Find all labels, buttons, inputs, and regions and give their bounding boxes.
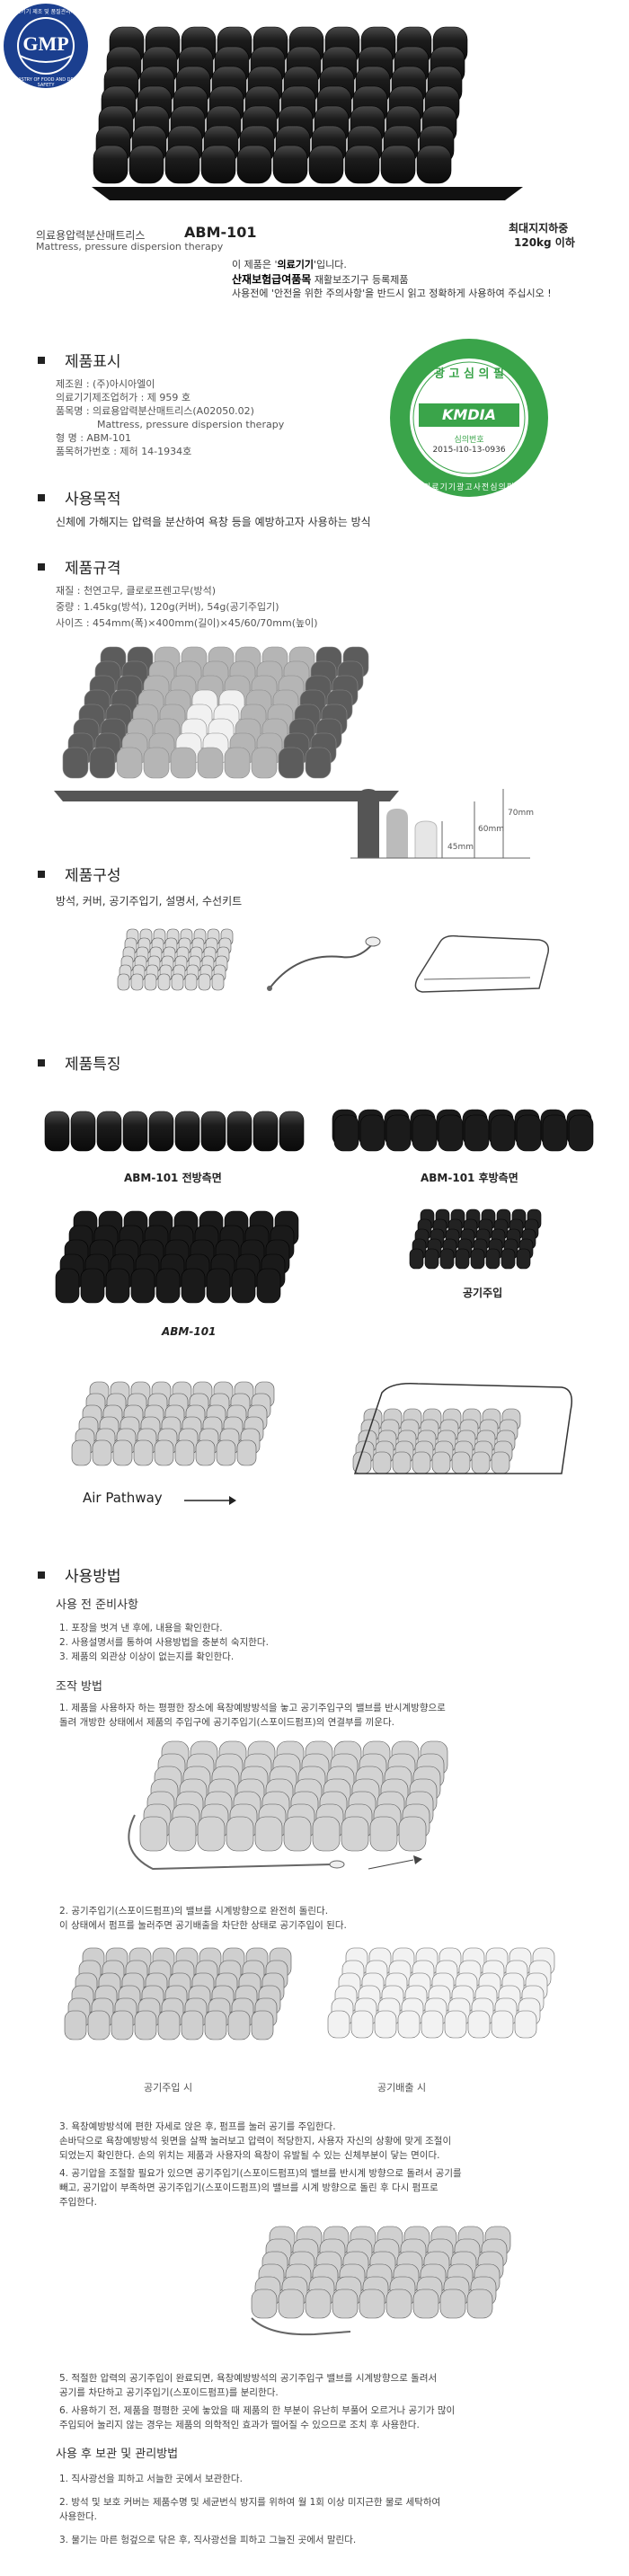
prep-steps: 1. 포장을 벗겨 낸 후에, 내용을 확인한다. 2. 사용설명서를 통하여 … xyxy=(59,1622,269,1665)
model-name: ABM-101 xyxy=(184,224,257,241)
ad-review-badge: 광 고 심 의 필 KMDIA 심의번호 2015-I10-13-0936 의료… xyxy=(388,337,550,499)
badge-approval-label: 심의번호 xyxy=(454,436,484,445)
hero-cushion-image xyxy=(83,16,532,209)
prep-step: 1. 포장을 벗겨 낸 후에, 내용을 확인한다. xyxy=(59,1623,223,1633)
spec-line: 재질 : 천연고무, 클로로프렌고무(방석) xyxy=(56,585,217,597)
op-step-1: 1. 제품을 사용하자 하는 평평한 장소에 욕창예방방석을 놓고 공기주입구의… xyxy=(59,1703,446,1728)
dim-60: 60mm xyxy=(478,825,504,834)
section-spec-title: 제품규격 xyxy=(38,555,121,578)
dim-70: 70mm xyxy=(508,809,534,818)
release-label: 공기배출 시 xyxy=(377,2082,427,2094)
product-name-ko: 의료용압력분산매트리스 xyxy=(36,229,146,242)
feature-rear-image xyxy=(325,1101,595,1164)
label-line: 제조원 : (주)아시아엘이 xyxy=(56,378,155,390)
spec-line: 중량 : 1.45kg(방석), 120g(커버), 54g(공기주입기) xyxy=(56,601,279,613)
badge-org: KMDIA xyxy=(442,406,496,423)
max-load-value: 120kg 이하 xyxy=(514,236,575,249)
feature-main-caption: ABM-101 xyxy=(162,1325,217,1338)
dim-45: 45mm xyxy=(447,843,474,852)
feature-main-image xyxy=(47,1204,316,1312)
op-step-2: 2. 공기주입기(스포이드펌프)의 밸브를 시계방향으로 완전히 돌린다. 이 … xyxy=(59,1906,347,1931)
storage-steps: 1. 직사광선을 피하고 서늘한 곳에서 보관한다. 2. 방석 및 보호 커버… xyxy=(59,2473,440,2548)
feature-rear-caption: ABM-101 후방측면 xyxy=(421,1172,518,1184)
prep-title: 사용 전 준비사항 xyxy=(56,1598,138,1612)
storage-step: 1. 직사광선을 피하고 서늘한 곳에서 보관한다. xyxy=(59,2474,243,2484)
storage-step: 2. 방석 및 보호 커버는 제품수명 및 세균번식 방지를 위하여 월 1회 … xyxy=(59,2497,441,2508)
inject-label: 공기주입 시 xyxy=(144,2082,193,2094)
feature-inflate-image xyxy=(395,1204,557,1276)
spec-line: 사이즈 : 454mm(폭)×400mm(길이)×45/60/70mm(높이) xyxy=(56,617,318,629)
prep-step: 3. 제품의 외관상 이상이 없는지를 확인한다. xyxy=(59,1651,235,1662)
prep-step: 2. 사용설명서를 통하여 사용방법을 충분히 숙지한다. xyxy=(59,1637,269,1648)
section-features-title: 제품특징 xyxy=(38,1051,121,1074)
feature-cover-image xyxy=(346,1375,580,1492)
composition-pump xyxy=(261,925,386,997)
composition-text: 방석, 커버, 공기주입기, 설명서, 수선키트 xyxy=(56,895,243,907)
badge-approval-no: 2015-I10-13-0936 xyxy=(432,446,506,455)
op-step-3: 3. 욕창예방방석에 편한 자세로 앉은 후, 펌프를 눌러 공기를 주입한다.… xyxy=(59,2121,452,2161)
cell-height-diagram: 45mm 60mm 70mm xyxy=(350,773,557,863)
feature-front-caption: ABM-101 전방측면 xyxy=(124,1172,222,1184)
section-composition-title: 제품구성 xyxy=(38,863,121,885)
label-line: 품목명 : 의료용압력분산매트리스(A02050.02) xyxy=(56,405,254,417)
op-step-4: 4. 공기압을 조절할 필요가 있으면 공기주입기(스포이드펌프)의 밸브를 반… xyxy=(59,2168,462,2208)
air-pathway-label: Air Pathway xyxy=(83,1490,163,1506)
feature-front-image xyxy=(38,1101,307,1164)
label-info: 제조원 : (주)아시아엘이 의료기기제조업허가 : 제 959 호 품목명 :… xyxy=(56,377,284,458)
composition-cushion xyxy=(112,924,247,1000)
op-illustration-release xyxy=(319,1941,571,2067)
purpose-text: 신체에 가해지는 압력을 분산하여 욕창 등을 예방하고자 사용하는 방식 xyxy=(56,516,371,528)
notice-line-1: 이 제품은 '의료기기'입니다. xyxy=(232,259,347,270)
op-illustration-2 xyxy=(243,2219,539,2345)
op-title: 조작 방법 xyxy=(56,1680,102,1694)
label-line: 품목허가번호 : 제허 14-1934호 xyxy=(56,446,192,457)
storage-title: 사용 후 보관 및 관리방법 xyxy=(56,2448,179,2461)
product-name-en: Mattress, pressure dispersion therapy xyxy=(36,241,224,252)
notice-line-2: 산재보험급여품목 재활보조기구 등록제품 xyxy=(232,273,409,286)
badge-ring-text: 의료기기광고사전심의필 xyxy=(422,483,516,492)
gmp-ring-bottom: MINISTRY OF FOOD AND DRUG SAFETY xyxy=(11,77,81,88)
composition-cover xyxy=(404,924,557,1000)
feature-pathway-image xyxy=(63,1375,297,1483)
label-line: 의료기기제조업허가 : 제 959 호 xyxy=(56,392,191,403)
gmp-badge: GMP 의료기기 제조 및 품질관리기준 MINISTRY OF FOOD AN… xyxy=(2,2,90,90)
label-line: Mattress, pressure dispersion therapy xyxy=(97,419,285,430)
gmp-text: GMP xyxy=(22,32,69,55)
spec-info: 재질 : 천연고무, 클로로프렌고무(방석) 중량 : 1.45kg(방석), … xyxy=(56,583,318,632)
notice-line-3: 사용전에 '안전을 위한 주의사항'을 반드시 읽고 정확하게 사용하여 주십시… xyxy=(232,288,552,299)
section-purpose-title: 사용목적 xyxy=(38,486,121,509)
op-illustration-inject xyxy=(56,1941,307,2067)
op-step-5: 5. 적절한 압력의 공기주입이 완료되면, 욕창예방방석의 공기주입구 밸브를… xyxy=(59,2373,438,2398)
spec-cushion-image xyxy=(47,638,406,809)
storage-step: 3. 물기는 마른 헝겊으로 닦은 후, 직사광선을 피하고 그늘진 곳에서 말… xyxy=(59,2535,357,2545)
feature-inflate-caption: 공기주입 xyxy=(463,1287,503,1299)
section-usage-title: 사용방법 xyxy=(38,1563,121,1586)
label-line: 형 명 : ABM-101 xyxy=(56,432,131,444)
section-label-title: 제품표시 xyxy=(38,349,121,371)
storage-step: 사용한다. xyxy=(59,2511,97,2522)
gmp-ring-top: 의료기기 제조 및 품질관리기준 xyxy=(11,9,81,15)
op-illustration-1 xyxy=(99,1734,512,1887)
badge-top-text: 광 고 심 의 필 xyxy=(434,367,504,381)
op-step-6: 6. 사용하기 전, 제품을 평평한 곳에 놓았을 때 제품의 한 부분이 유난… xyxy=(59,2405,456,2430)
max-load-label: 최대지지하중 xyxy=(509,222,569,235)
air-pathway-arrow xyxy=(184,1492,238,1509)
